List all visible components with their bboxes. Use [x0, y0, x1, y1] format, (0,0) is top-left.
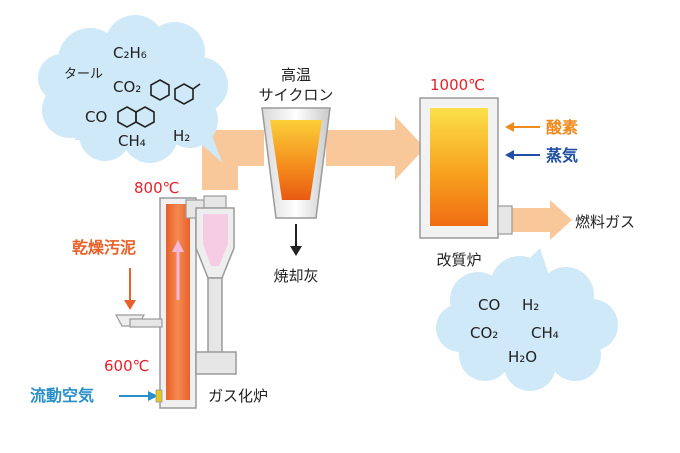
steam-label: 蒸気 — [546, 146, 578, 165]
benzene-ring-icon — [150, 79, 170, 101]
temp-1000-label: 1000℃ — [430, 76, 485, 94]
toluene-ring-icon — [174, 83, 201, 105]
sludge-arrow-head — [124, 300, 136, 310]
internal-cyclone-outlet — [203, 195, 227, 209]
temp-800-label: 800℃ — [134, 179, 179, 197]
fuel-cloud-ch4: CH₄ — [531, 324, 559, 342]
flow-band-fuel-gas — [512, 208, 552, 232]
reformer-label: 改質炉 — [436, 251, 481, 269]
oxygen-arrow-head — [505, 122, 514, 132]
fluidizing-air-label: 流動空気 — [30, 386, 94, 405]
cyclone-label-line1: 高温 — [281, 66, 311, 84]
sludge-feed-screw — [129, 318, 163, 328]
loop-seal — [195, 351, 237, 375]
main-gas-flow-band — [202, 116, 572, 240]
fuel-gas-composition-cloud: CO H₂ CO₂ CH₄ H₂O — [436, 248, 618, 391]
air-inlet-nozzle — [155, 389, 163, 403]
flow-arrow-head-to-reformer — [395, 116, 425, 180]
air-arrow-head — [148, 391, 158, 401]
cloud-formula-co: CO — [85, 108, 107, 126]
internal-cyclone-vortex — [203, 214, 228, 266]
riser-flow-arrow-head — [172, 240, 184, 252]
riser-hot-bed — [166, 204, 190, 400]
oxygen-label: 酸素 — [546, 118, 578, 137]
cyclone-hot-zone — [270, 120, 322, 200]
reformer: 1000℃ 改質炉 酸素 蒸気 燃料ガス — [419, 76, 635, 269]
reformer-hot-zone — [430, 108, 488, 226]
incinerated-ash-label: 焼却灰 — [273, 267, 318, 285]
fuel-cloud-h2: H₂ — [522, 296, 539, 314]
dried-sludge-label: 乾燥汚泥 — [72, 238, 136, 257]
fuel-cloud-co: CO — [478, 296, 500, 314]
cloud-formula-h2: H₂ — [173, 127, 190, 145]
flow-band-to-reformer — [326, 130, 398, 166]
fuel-cloud-h2o: H₂O — [508, 348, 537, 366]
cloud-formula-ch4: CH₄ — [118, 132, 146, 150]
high-temperature-cyclone: 高温 サイクロン 焼却灰 — [259, 66, 334, 285]
cyclone-downcomer — [207, 277, 223, 361]
cyclone-label-line2: サイクロン — [259, 86, 334, 104]
temp-600-label: 600℃ — [104, 357, 149, 375]
cloud-formula-c2h6: C₂H₆ — [113, 44, 147, 62]
naphthalene-ring-icon — [117, 106, 155, 128]
flow-arrow-head-fuel-gas — [550, 200, 572, 240]
cloud-formula-co2: CO₂ — [113, 78, 141, 96]
fuel-cloud-co2: CO₂ — [470, 324, 498, 342]
steam-arrow-head — [505, 150, 514, 160]
cloud-label-tar: タール — [64, 67, 103, 82]
ash-arrow-head — [290, 246, 302, 256]
fuel-gas-label: 燃料ガス — [575, 213, 635, 231]
gasification-furnace: 800℃ 乾燥汚泥 600℃ 流動空気 ガス化炉 — [30, 179, 268, 409]
reformer-outlet-port — [497, 205, 513, 235]
top-gas-composition-cloud: タール C₂H₆ CO₂ CO CH₄ H₂ — [38, 15, 228, 163]
gasifier-label: ガス化炉 — [208, 387, 268, 405]
